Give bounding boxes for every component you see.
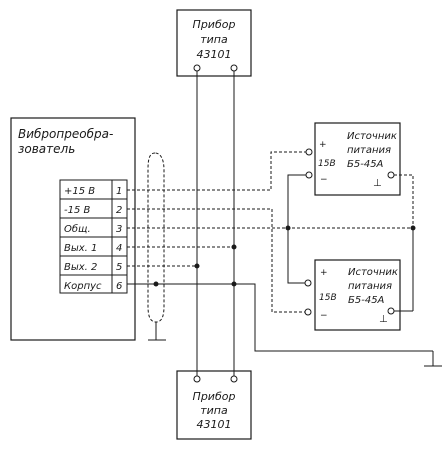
psu-bottom-terminal-ground (387, 307, 395, 315)
meter-bottom-terminal-left (193, 375, 201, 383)
junction-dot (231, 244, 237, 250)
pin-label-4: Вых. 1 (64, 243, 97, 254)
pin-number-3: 3 (116, 224, 122, 235)
junction-dot (231, 281, 237, 287)
psu-bottom-line2: питания (348, 281, 392, 292)
pin-label-6: Корпус (64, 281, 102, 292)
junction-dot (410, 225, 416, 231)
wire-pin2 (127, 208, 305, 313)
psu-bottom-box (314, 259, 401, 331)
meter-top-line2: типа (200, 33, 228, 46)
junction-dot (285, 225, 291, 231)
transducer-title-line1: Вибропреобра- (18, 127, 113, 141)
psu-top-line2: питания (347, 145, 391, 156)
pin-number-1: 1 (116, 186, 122, 197)
psu-bottom: Источник питания Б5-45А + 15В − ⊥ (304, 259, 401, 331)
meter-top-terminal-left (193, 64, 201, 72)
psu-top-box (314, 122, 401, 196)
pin-number-6: 6 (116, 281, 122, 292)
psu-bottom-plus: + (320, 268, 328, 278)
psu-top-voltage: 15В (318, 159, 336, 169)
psu-bottom-terminal-minus (304, 308, 312, 316)
psu-bottom-voltage: 15В (319, 293, 337, 303)
transducer-box (10, 117, 136, 341)
wire-pin6 (127, 283, 433, 352)
meter-top-line3: 43101 (197, 48, 232, 61)
wire-psu-interconnect (287, 174, 306, 284)
meter-top-box (176, 9, 252, 77)
meter-bottom-line3: 43101 (197, 418, 232, 431)
junctions (153, 225, 416, 287)
pin-label-2: -15 В (64, 205, 91, 216)
psu-top-ground: ⊥ (373, 178, 382, 189)
transducer: Вибропреобра- зователь +15 В -15 В Общ. … (10, 117, 136, 341)
psu-bottom-minus: − (320, 311, 328, 321)
wires (127, 71, 442, 376)
meter-bottom-line2: типа (200, 404, 228, 417)
pin-number-2: 2 (116, 205, 122, 216)
meter-top: Прибор типа 43101 (176, 9, 252, 77)
cable-shield (147, 152, 165, 323)
psu-top-plus: + (319, 140, 327, 150)
psu-top-terminal-minus (305, 171, 313, 179)
psu-bottom-terminal-plus (304, 279, 312, 287)
meter-top-line1: Прибор (193, 18, 236, 31)
pin-label-1: +15 В (64, 186, 95, 197)
psu-top-terminal-plus (305, 148, 313, 156)
psu-top-minus: − (320, 175, 328, 185)
meter-bottom: Прибор типа 43101 (176, 370, 252, 440)
meter-top-terminal-right (230, 64, 238, 72)
pin-label-5: Вых. 2 (64, 262, 97, 273)
pin-number-5: 5 (116, 262, 122, 273)
psu-bottom-line1: Источник (348, 267, 398, 278)
junction-dot (153, 281, 159, 287)
meter-bottom-terminal-right (230, 375, 238, 383)
psu-top: Источник питания Б5-45А + 15В − ⊥ (305, 122, 401, 196)
psu-bottom-line3: Б5-45А (348, 295, 385, 306)
transducer-title-line2: зователь (18, 142, 75, 156)
meter-bottom-line1: Прибор (193, 390, 236, 403)
psu-bottom-ground: ⊥ (379, 314, 388, 325)
junction-dot (194, 263, 200, 269)
psu-top-line1: Источник (347, 131, 397, 142)
psu-top-terminal-ground (387, 171, 395, 179)
meter-bottom-box (176, 370, 252, 440)
pin-number-4: 4 (116, 243, 122, 254)
psu-top-line3: Б5-45А (347, 159, 384, 170)
wire-pin1 (127, 151, 306, 191)
pin-label-3: Общ. (64, 223, 91, 235)
wire-pin3 (127, 174, 414, 229)
cable-shield-outline (147, 152, 165, 323)
